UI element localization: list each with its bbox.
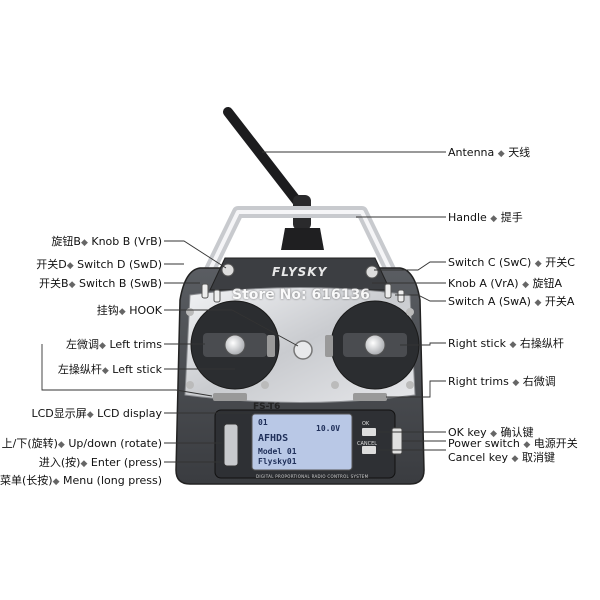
label-cancel-key: Cancel key ◆ 取消键 <box>448 451 555 464</box>
label-switch-d: 开关D◆ Switch D (SwD) <box>36 258 162 271</box>
label-knob-b: 旋钮B◆ Knob B (VrB) <box>51 235 162 248</box>
leader-lines-left <box>41 240 299 463</box>
top-switches <box>201 263 405 303</box>
model-badge: FS-T6 <box>253 402 281 412</box>
ok-key-label: OK <box>362 421 370 427</box>
label-switch-a: Switch A (SwA) ◆ 开关A <box>448 295 575 308</box>
label-antenna: Antenna ◆ 天线 <box>448 146 531 159</box>
label-up-down: 上/下(旋转)◆ Up/down (rotate) <box>1 437 162 450</box>
control-panel <box>214 409 403 479</box>
label-knob-a: Knob A (VrA) ◆ 旋钮A <box>448 277 563 290</box>
label-ok-key: OK key ◆ 确认键 <box>448 426 534 439</box>
label-left-trims: 左微调◆ Left trims <box>66 338 162 351</box>
label-power-switch: Power switch ◆ 电源开关 <box>448 437 578 450</box>
label-menu: 菜单(长按)◆ Menu (long press) <box>0 474 162 487</box>
label-hook: 挂钩◆ HOOK <box>96 304 162 317</box>
label-right-trims: Right trims ◆ 右微调 <box>448 375 556 388</box>
handle <box>199 206 401 283</box>
cancel-key-label: CANCEL <box>357 441 378 447</box>
watermark: Store No: 616136 <box>232 287 370 303</box>
lcd-screen <box>251 413 353 471</box>
label-enter: 进入(按)◆ Enter (press) <box>38 456 162 469</box>
lcd-model-line: Model 01 <box>258 447 297 456</box>
lcd-name-line: Flysky01 <box>258 457 297 466</box>
antenna <box>223 107 324 250</box>
leader-lines-right <box>262 151 446 451</box>
label-lcd-display: LCD显示屏◆ LCD display <box>31 407 162 420</box>
label-right-stick: Right stick ◆ 右操纵杆 <box>448 337 564 350</box>
brand-logo: FLYSKY <box>272 265 328 279</box>
lcd-protocol: AFHDS <box>258 433 289 444</box>
footer-strip: DIGITAL PROPORTIONAL RADIO CONTROL SYSTE… <box>256 474 369 479</box>
lcd-voltage: 10.0V <box>316 424 341 433</box>
label-left-stick: 左操纵杆◆ Left stick <box>57 363 162 376</box>
label-switch-c: Switch C (SwC) ◆ 开关C <box>448 256 575 269</box>
label-handle: Handle ◆ 提手 <box>448 211 523 224</box>
label-switch-b: 开关B◆ Switch B (SwB) <box>39 277 162 290</box>
lcd-top-left: 01 <box>258 418 268 427</box>
